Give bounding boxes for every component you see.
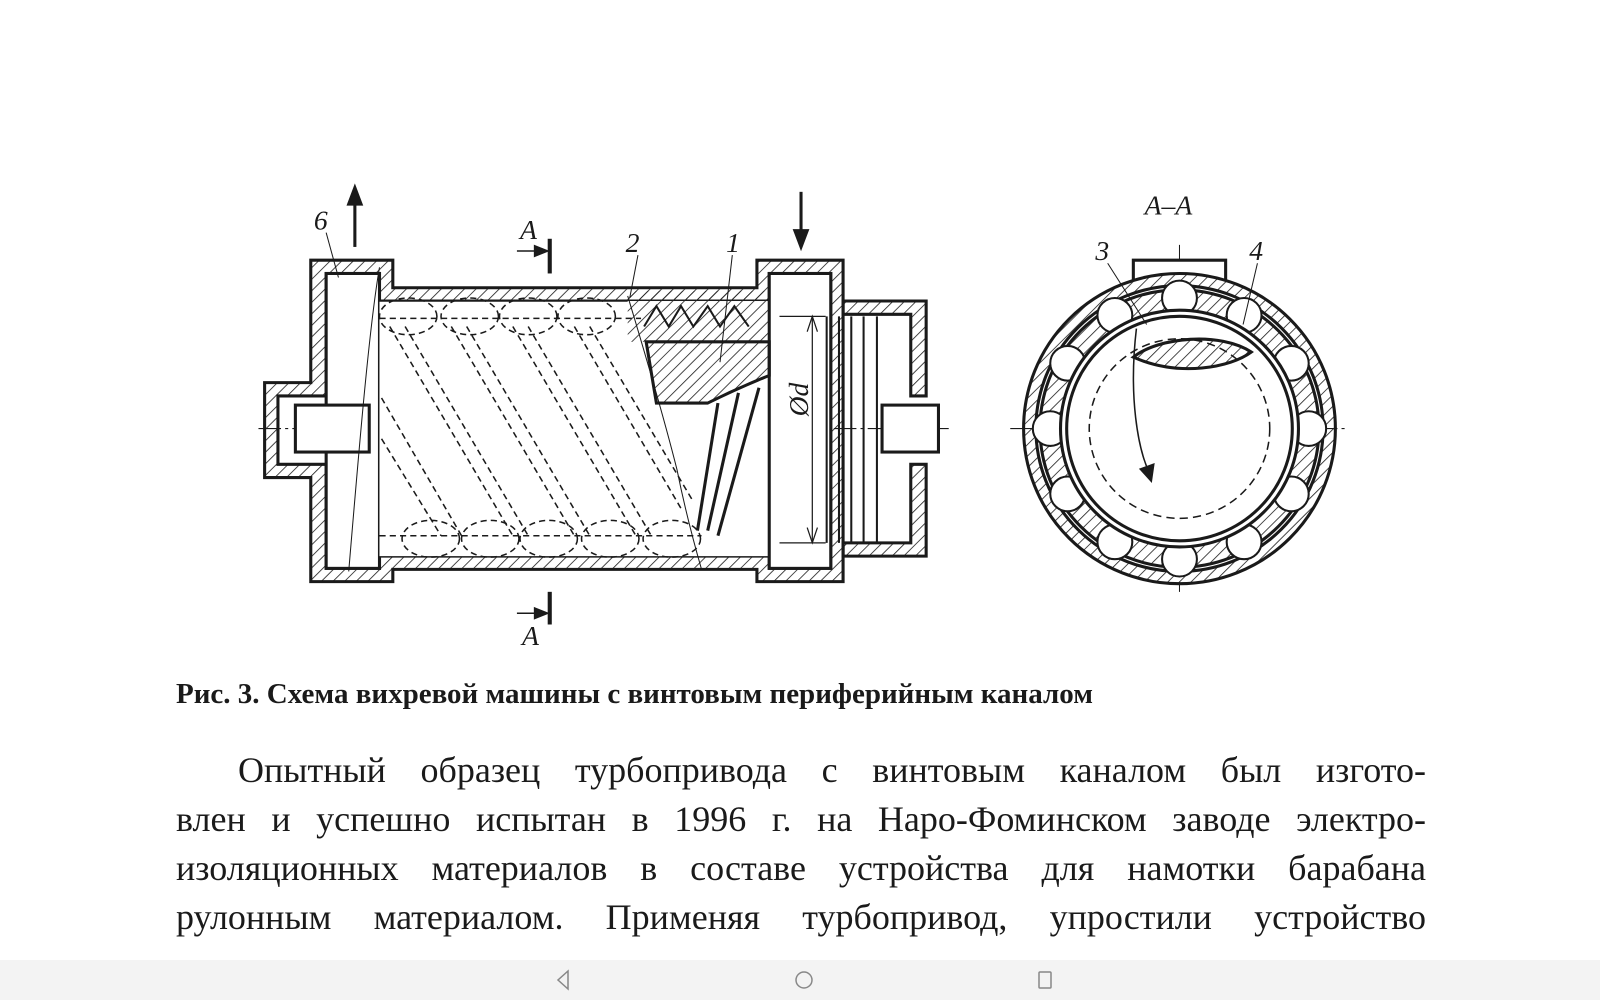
back-icon[interactable] [551,968,575,992]
diameter-label: Ød [783,382,814,417]
body-paragraph: Опытный образец турбопривода с винтовым … [176,746,1426,942]
label-1: 1 [726,227,740,258]
home-icon[interactable] [792,968,816,992]
system-navigation-bar [0,960,1600,1000]
figure-caption: Рис. 3. Схема вихревой машины с винтовым… [176,678,1093,710]
rotor [644,340,771,405]
recents-icon[interactable] [1033,968,1057,992]
paragraph-line: влен и успешно испытан в 1996 г. на Наро… [176,799,1426,839]
label-6: 6 [314,205,328,236]
label-4: 4 [1249,235,1263,266]
section-mark-bottom: A [520,620,539,651]
section-mark-top: A [518,214,537,245]
section-view-title: A–A [1143,189,1193,220]
paragraph-line: Опытный образец турбопривода с винтовым … [238,750,1426,790]
paragraph-line: изоляционных материалов в составе устрой… [176,848,1426,888]
paragraph-line: рулонным материалом. Применяя турбоприво… [176,897,1426,937]
label-2: 2 [626,227,640,258]
label-3: 3 [1094,235,1109,266]
